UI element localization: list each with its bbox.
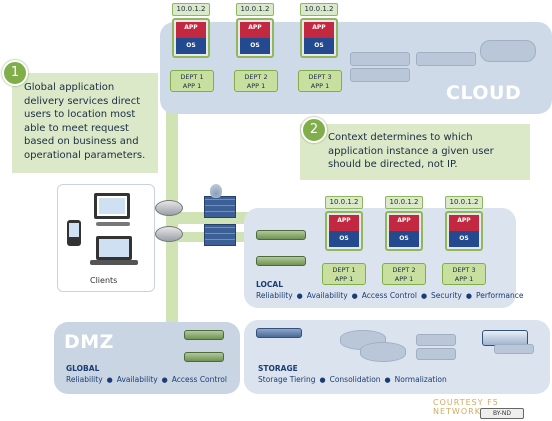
os-layer: OS — [176, 38, 206, 54]
feature: Reliability — [256, 291, 293, 300]
phone-icon — [67, 220, 81, 246]
ip-badge: 10.0.1.2 — [445, 196, 483, 209]
app-name: APP 1 — [334, 275, 354, 283]
callout-2-number: 2 — [301, 117, 327, 143]
storage-array-icon — [494, 344, 534, 354]
feature: Reliability — [66, 375, 103, 384]
local-appliance-icon — [256, 256, 306, 266]
callout-1-number: 1 — [2, 60, 28, 86]
laptop-base-icon — [90, 260, 138, 265]
feature: Access Control — [361, 291, 417, 300]
feature: Availability — [116, 375, 158, 384]
app-name: APP 1 — [246, 82, 266, 90]
cloud-server-icon — [350, 68, 410, 82]
feature: Consolidation — [329, 375, 381, 384]
firewall-icon — [204, 224, 236, 246]
dept-label: DEPT 1 APP 1 — [170, 70, 214, 92]
dept-label: DEPT 3 APP 1 — [442, 263, 486, 285]
os-layer: OS — [389, 231, 419, 247]
feature: Security — [431, 291, 462, 300]
os-layer: OS — [329, 231, 359, 247]
dmz-appliance-icon — [184, 352, 224, 362]
dept-name: DEPT 2 — [244, 73, 268, 81]
ip-badge: 10.0.1.2 — [385, 196, 423, 209]
local-appliance-icon — [256, 230, 306, 240]
app-layer: APP — [176, 22, 206, 38]
app-name: APP 1 — [310, 82, 330, 90]
ip-badge: 10.0.1.2 — [325, 196, 363, 209]
dept-name: DEPT 3 — [452, 266, 476, 274]
laptop-icon — [96, 236, 132, 260]
vm-stack: APP OS — [445, 211, 483, 251]
dept-name: DEPT 2 — [392, 266, 416, 274]
local-features: Reliability●Availability●Access Control●… — [256, 291, 524, 300]
storage-features: Storage Tiering●Consolidation●Normalizat… — [258, 375, 447, 384]
dept-label: DEPT 3 APP 1 — [298, 70, 342, 92]
app-layer: APP — [240, 22, 270, 38]
dmz-appliance-icon — [184, 330, 224, 340]
storage-server-icon — [416, 348, 456, 360]
dept-name: DEPT 1 — [332, 266, 356, 274]
clients-label: Clients — [90, 276, 118, 285]
storage-disk-icon — [360, 342, 406, 362]
global-features: Reliability●Availability●Access Control — [66, 375, 227, 384]
storage-appliance-icon — [256, 328, 302, 338]
feature: Performance — [475, 291, 524, 300]
license-badge: BY-ND — [480, 408, 524, 419]
app-layer: APP — [389, 215, 419, 231]
vm-stack: APP OS — [300, 18, 338, 58]
os-layer: OS — [240, 38, 270, 54]
keyboard-icon — [96, 222, 130, 226]
cloud-title: CLOUD — [446, 82, 522, 104]
dept-label: DEPT 2 APP 1 — [382, 263, 426, 285]
firewall-icon — [204, 196, 236, 218]
router-icon — [155, 200, 183, 216]
feature: Normalization — [394, 375, 447, 384]
cloud-server-icon — [480, 40, 536, 62]
ip-badge: 10.0.1.2 — [300, 3, 338, 16]
vm-stack: APP OS — [172, 18, 210, 58]
feature: Access Control — [171, 375, 227, 384]
storage-label: STORAGE — [258, 364, 298, 373]
callout-2-box: Context determines to which application … — [300, 124, 530, 180]
app-name: APP 1 — [394, 275, 414, 283]
dept-name: DEPT 3 — [308, 73, 332, 81]
os-layer: OS — [449, 231, 479, 247]
feature: Availability — [306, 291, 348, 300]
feature: Storage Tiering — [258, 375, 316, 384]
dept-name: DEPT 1 — [180, 73, 204, 81]
router-icon — [155, 226, 183, 242]
app-layer: APP — [329, 215, 359, 231]
dept-label: DEPT 2 APP 1 — [234, 70, 278, 92]
storage-server-icon — [416, 334, 456, 346]
flame-icon — [210, 184, 222, 198]
app-name: APP 1 — [182, 82, 202, 90]
app-layer: APP — [449, 215, 479, 231]
dept-label: DEPT 1 APP 1 — [322, 263, 366, 285]
app-name: APP 1 — [454, 275, 474, 283]
callout-1-box: Global application delivery services dir… — [12, 73, 158, 173]
monitor-icon — [94, 193, 130, 219]
os-layer: OS — [304, 38, 334, 54]
courtesy-credit: COURTESY F5 NETWORKS — [433, 398, 499, 416]
cloud-server-icon — [350, 52, 410, 66]
app-layer: APP — [304, 22, 334, 38]
ip-badge: 10.0.1.2 — [236, 3, 274, 16]
vm-stack: APP OS — [385, 211, 423, 251]
ip-badge: 10.0.1.2 — [172, 3, 210, 16]
vm-stack: APP OS — [325, 211, 363, 251]
cloud-server-icon — [416, 52, 476, 66]
vm-stack: APP OS — [236, 18, 274, 58]
local-label: LOCAL — [256, 280, 283, 289]
global-label: GLOBAL — [66, 364, 100, 373]
dmz-title: DMZ — [64, 331, 114, 353]
